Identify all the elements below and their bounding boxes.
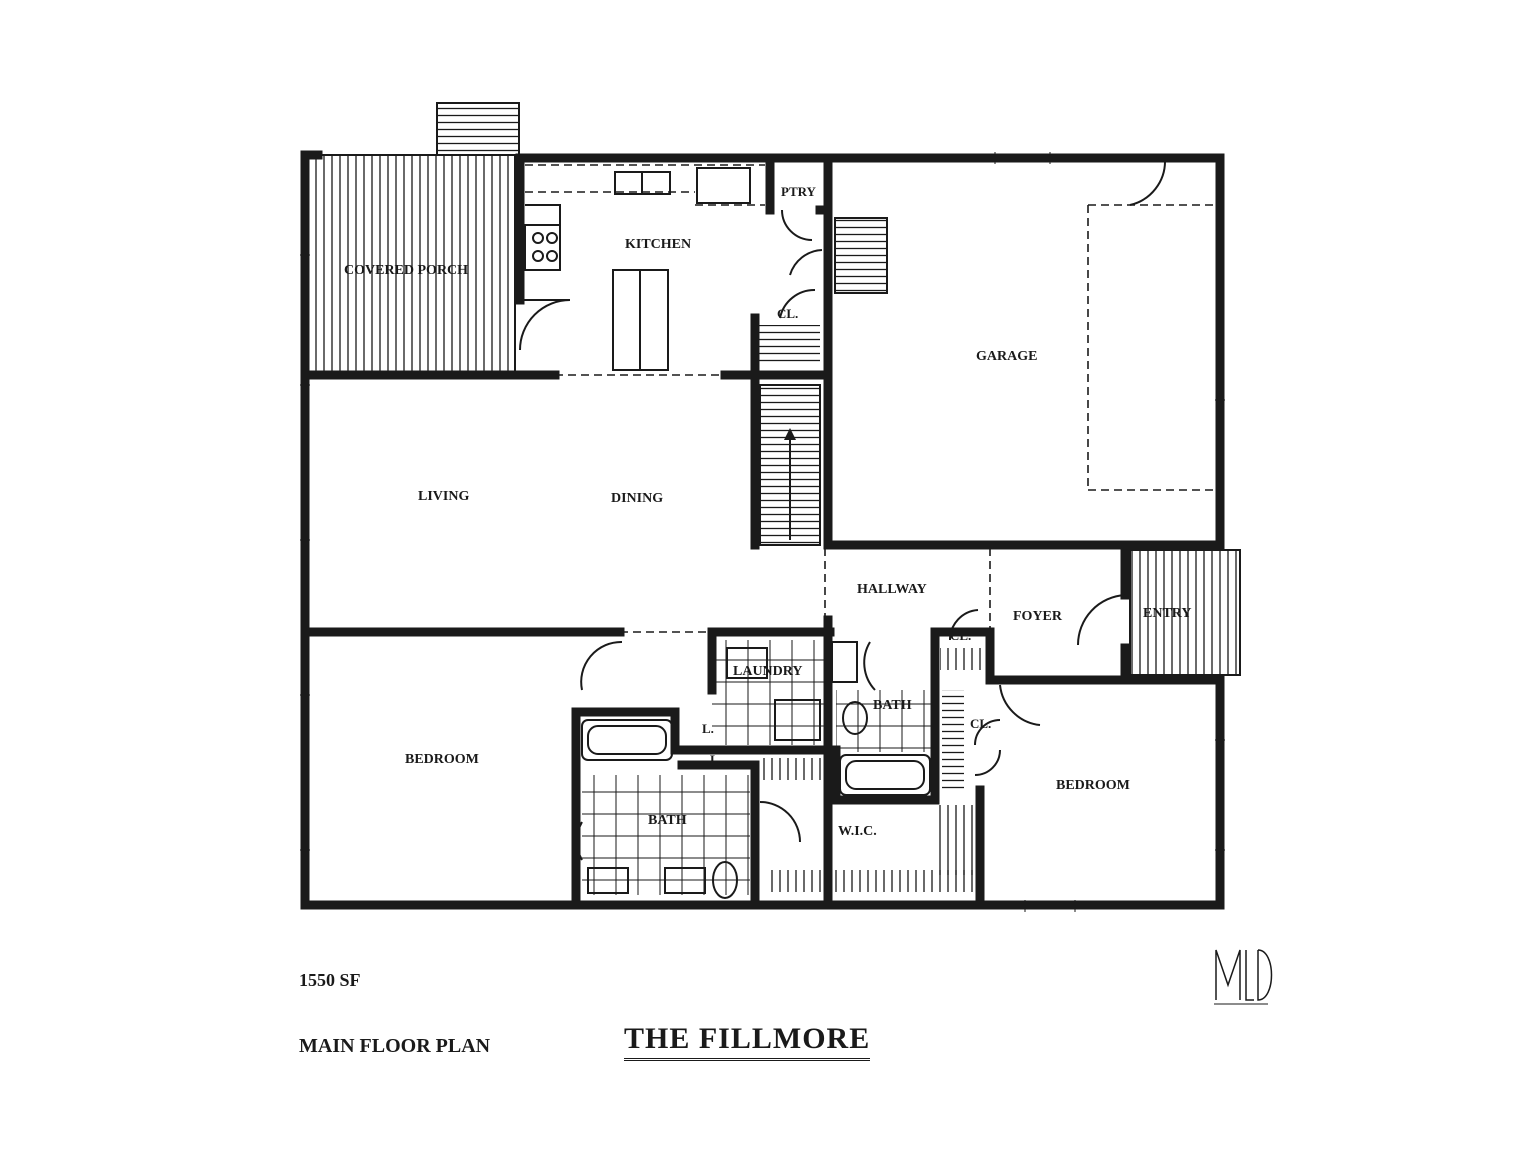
label-closet-hall: CL.: [950, 628, 971, 643]
label-bedroom-right: BEDROOM: [1056, 778, 1130, 793]
label-kitchen: KITCHEN: [625, 237, 691, 252]
interior-walls: [300, 153, 1225, 910]
dashed-openings: [525, 164, 1215, 633]
label-pantry: PTRY: [781, 184, 817, 199]
label-entry: ENTRY: [1143, 606, 1192, 621]
bath-fixtures: [581, 641, 931, 899]
doors: [519, 159, 1167, 861]
label-living: LIVING: [418, 489, 469, 504]
label-bath-hall: BATH: [873, 698, 912, 713]
windows: [300, 152, 1225, 912]
mld-monogram-icon: [1214, 949, 1273, 1005]
label-garage: GARAGE: [976, 349, 1037, 364]
label-bedroom-left: BEDROOM: [405, 752, 479, 767]
stairs: [757, 217, 888, 546]
label-covered-porch: COVERED PORCH: [344, 263, 468, 278]
label-dining: DINING: [611, 491, 663, 506]
tile-floors: [582, 640, 931, 895]
plan-name: MAIN FLOOR PLAN: [299, 1035, 491, 1057]
closet-shelving: [762, 648, 982, 892]
covered-porch-deck: [304, 102, 520, 374]
label-bath-master: BATH: [648, 813, 687, 828]
label-laundry: LAUNDRY: [733, 664, 803, 679]
kitchen-fixtures: [524, 167, 751, 371]
label-closet-kitchen: CL.: [777, 306, 798, 321]
label-closet-bedroom: CL.: [970, 716, 991, 731]
label-wic: W.I.C.: [838, 824, 877, 839]
label-linen-1: L.: [702, 721, 714, 736]
label-foyer: FOYER: [1013, 609, 1063, 624]
square-footage: 1550 SF: [299, 970, 361, 990]
entry-deck: [1129, 549, 1241, 676]
label-hallway: HALLWAY: [857, 582, 927, 597]
label-linen-2: L.: [710, 752, 722, 767]
exterior-walls: [300, 150, 1225, 910]
plan-title: THE FILLMORE: [624, 1022, 871, 1061]
